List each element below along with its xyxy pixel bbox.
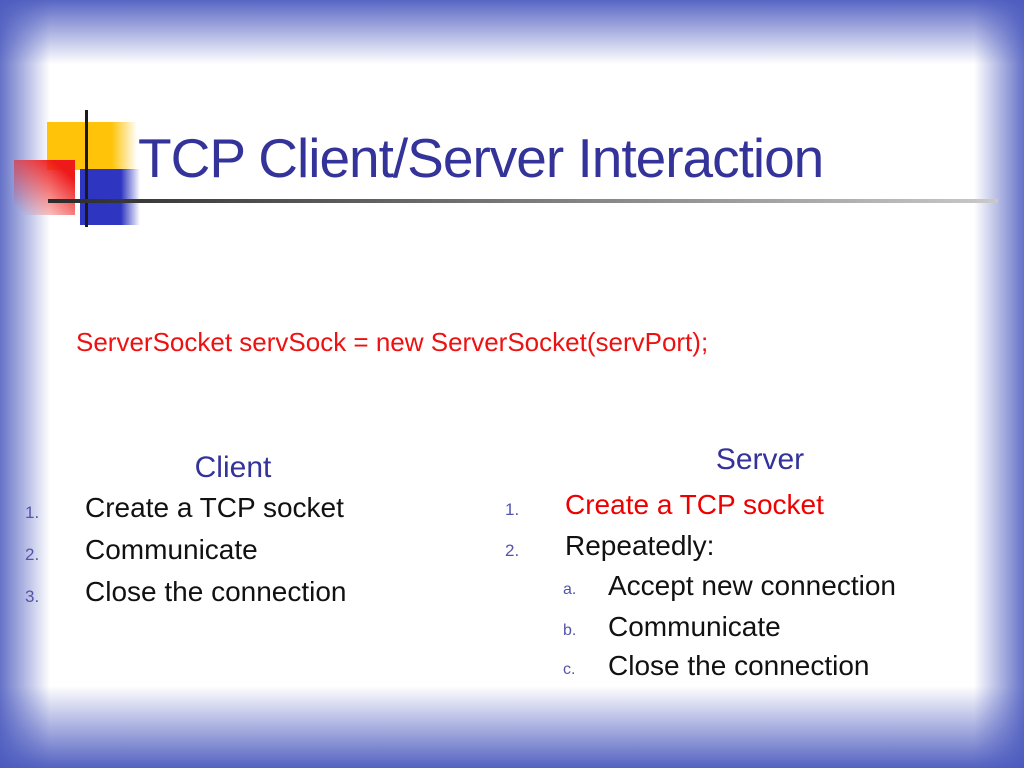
code-snippet: ServerSocket servSock = new ServerSocket… [76, 327, 709, 357]
server-subitem-text: Close the connection [608, 650, 870, 681]
client-heading: Client [194, 451, 272, 484]
server-subitem-marker: b. [563, 622, 577, 639]
server-item-text-highlighted: Create a TCP socket [565, 489, 824, 520]
decor-blue-square [80, 169, 140, 225]
client-item-text: Create a TCP socket [85, 492, 344, 523]
server-heading: Server [715, 443, 805, 476]
server-item-text: Repeatedly: [565, 530, 715, 561]
edge-vignette-bottom [0, 686, 1024, 768]
slide-title: TCP Client/Server Interaction [138, 127, 824, 189]
server-subitem-text: Communicate [608, 611, 781, 642]
server-subitem-text: Accept new connection [608, 570, 896, 601]
edge-vignette-right [974, 0, 1024, 768]
client-item-marker: 1. [25, 503, 40, 522]
server-subitem-marker: c. [563, 661, 576, 678]
title-underline [48, 199, 998, 203]
client-item-text: Communicate [85, 534, 258, 565]
server-item-marker: 1. [505, 500, 520, 519]
edge-vignette-left [0, 0, 50, 768]
client-item-marker: 3. [25, 587, 40, 606]
server-item-marker: 2. [505, 541, 520, 560]
client-item-marker: 2. [25, 545, 40, 564]
client-item-text: Close the connection [85, 576, 347, 607]
server-subitem-marker: a. [563, 581, 577, 598]
decor-red-square [14, 160, 75, 215]
decor-vertical-line [85, 110, 88, 227]
edge-vignette-top [0, 0, 1024, 64]
